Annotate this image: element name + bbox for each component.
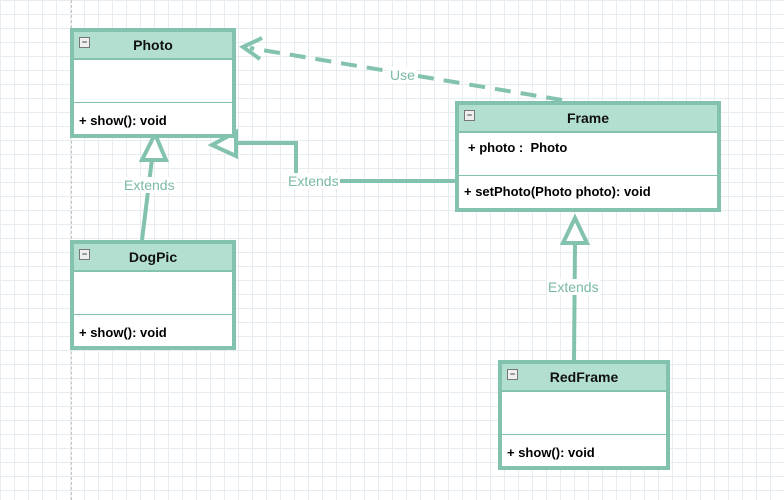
redframe-extends-line[interactable] — [572, 242, 577, 361]
redframe-extends-arrowhead — [559, 213, 591, 245]
class-frame-operation-setphoto[interactable]: + setPhoto(Photo photo): void — [464, 184, 651, 199]
class-redframe-header[interactable]: − RedFrame — [502, 364, 666, 392]
class-photo-operations: + show(): void — [74, 103, 232, 134]
class-photo-name: Photo — [133, 37, 173, 53]
use-dependency-arrowhead — [239, 36, 263, 61]
class-dogpic-operations: + show(): void — [74, 315, 232, 346]
class-frame-name: Frame — [566, 110, 610, 126]
minus-box-icon[interactable]: − — [79, 37, 90, 48]
class-redframe-name: RedFrame — [549, 369, 619, 385]
class-dogpic-name: DogPic — [128, 249, 178, 265]
minus-box-icon[interactable]: − — [464, 110, 475, 121]
frame-extends-arrowhead — [207, 128, 238, 160]
use-label: Use — [389, 67, 416, 83]
class-dogpic-header[interactable]: − DogPic — [74, 244, 232, 272]
frame-extends-line[interactable] — [236, 141, 456, 183]
minus-box-icon[interactable]: − — [79, 249, 90, 260]
class-frame-operations: + setPhoto(Photo photo): void — [459, 176, 717, 208]
class-photo-operation-show[interactable]: + show(): void — [79, 113, 167, 128]
class-dogpic-operation-show[interactable]: + show(): void — [79, 325, 167, 340]
class-dogpic[interactable]: − DogPic + show(): void — [70, 240, 236, 350]
class-redframe-attributes — [502, 392, 666, 435]
class-photo-attributes — [74, 60, 232, 103]
class-redframe[interactable]: − RedFrame + show(): void — [498, 360, 670, 470]
class-redframe-operation-show[interactable]: + show(): void — [507, 445, 595, 460]
class-frame[interactable]: − Frame + photo : Photo + setPhoto(Photo… — [455, 101, 721, 212]
class-frame-attributes: + photo : Photo — [459, 133, 717, 176]
dogpic-extends-label: Extends — [123, 177, 176, 193]
minus-box-icon[interactable]: − — [507, 369, 518, 380]
class-dogpic-attributes — [74, 272, 232, 315]
class-frame-attribute-photo[interactable]: + photo : Photo — [468, 140, 568, 155]
class-photo[interactable]: − Photo + show(): void — [70, 28, 236, 138]
dogpic-extends-line[interactable] — [140, 158, 154, 241]
frame-extends-label: Extends — [287, 173, 340, 189]
dogpic-extends-arrowhead — [138, 129, 170, 162]
class-photo-header[interactable]: − Photo — [74, 32, 232, 60]
redframe-extends-label: Extends — [547, 279, 600, 295]
class-redframe-operations: + show(): void — [502, 435, 666, 466]
class-frame-header[interactable]: − Frame — [459, 105, 717, 133]
